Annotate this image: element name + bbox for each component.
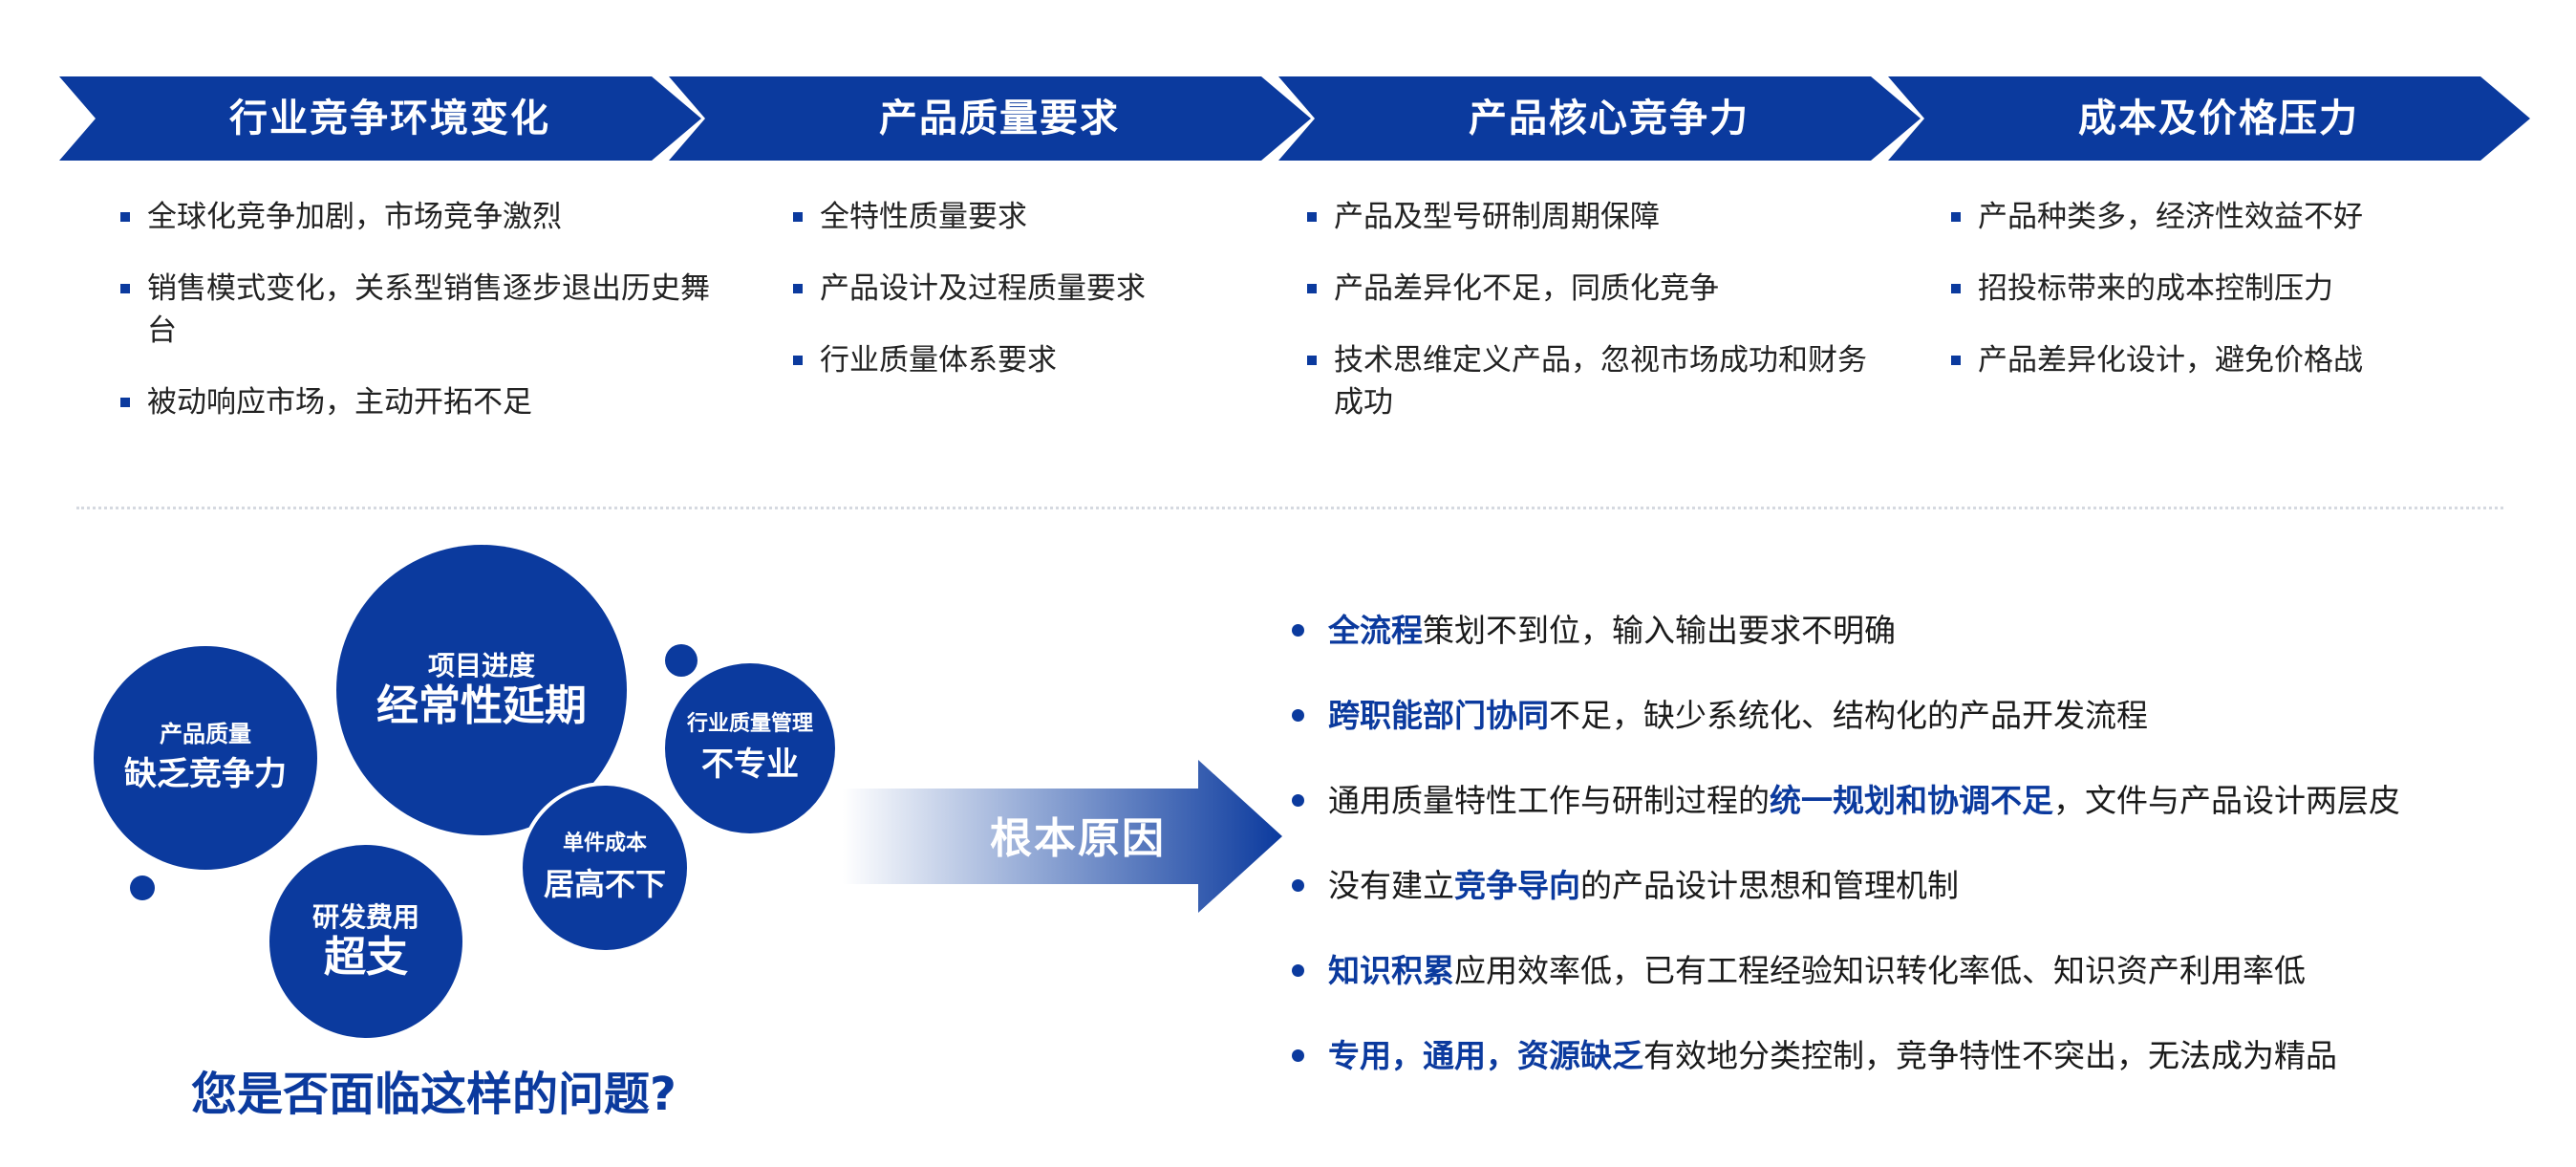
- column-core-competitiveness: 产品及型号研制周期保障 产品差异化不足，同质化竞争 技术思维定义产品，忽视市场成…: [1305, 196, 1878, 453]
- cause-text: 策划不到位，输入输出要求不明确: [1423, 612, 1896, 649]
- question-heading: 您是否面临这样的问题?: [191, 1068, 676, 1121]
- decorative-dot: [665, 644, 698, 677]
- root-cause-label: 根本原因: [990, 814, 1166, 863]
- cause-text: ，文件与产品设计两层皮: [2053, 782, 2400, 819]
- bubble-small-text: 研发费用: [311, 901, 419, 933]
- header-chevron-3: 产品核心竞争力: [1278, 76, 1921, 161]
- decorative-dot: [130, 875, 155, 900]
- bubble-unit-cost: 单件成本 居高不下: [519, 782, 691, 954]
- list-item: 产品差异化设计，避免价格战: [1949, 339, 2522, 381]
- header-chevron-2: 产品质量要求: [669, 76, 1311, 161]
- cause-item: 通用质量特性工作与研制过程的统一规划和协调不足，文件与产品设计两层皮: [1290, 778, 2400, 824]
- cause-prefix: 通用质量特性工作与研制过程的: [1328, 782, 1770, 819]
- header-label: 产品质量要求: [879, 97, 1120, 140]
- cause-item: 全流程策划不到位，输入输出要求不明确: [1290, 608, 2400, 654]
- column-quality-requirements: 全特性质量要求 产品设计及过程质量要求 行业质量体系要求: [791, 196, 1364, 411]
- list-item: 产品种类多，经济性效益不好: [1949, 196, 2522, 238]
- bubble-large-text: 不专业: [701, 746, 799, 784]
- root-cause-arrow: [843, 760, 1282, 917]
- list-item: 被动响应市场，主动开拓不足: [118, 381, 692, 423]
- column-industry-competition: 全球化竞争加剧，市场竞争激烈 销售模式变化，关系型销售逐步退出历史舞台 被动响应…: [118, 196, 710, 453]
- bubble-industry-quality-management: 行业质量管理 不专业: [665, 663, 835, 833]
- cause-item: 跨职能部门协同不足，缺少系统化、结构化的产品开发流程: [1290, 693, 2400, 739]
- cause-item: 没有建立竞争导向的产品设计思想和管理机制: [1290, 863, 2400, 909]
- cause-highlight: 统一规划和协调不足: [1770, 782, 2053, 819]
- bubble-small-text: 项目进度: [427, 650, 535, 681]
- bubble-small-text: 行业质量管理: [686, 712, 813, 736]
- cause-highlight: 跨职能部门协同: [1328, 697, 1549, 734]
- header-label: 行业竞争环境变化: [229, 97, 550, 140]
- column-cost-pressure: 产品种类多，经济性效益不好 招投标带来的成本控制压力 产品差异化设计，避免价格战: [1949, 196, 2522, 411]
- cause-text: 不足，缺少系统化、结构化的产品开发流程: [1549, 697, 2148, 734]
- header-chevron-1: 行业竞争环境变化: [59, 76, 701, 161]
- bubble-small-text: 产品质量: [160, 721, 251, 747]
- cause-highlight: 竞争导向: [1454, 867, 1580, 904]
- cause-text: 应用效率低，已有工程经验知识转化率低、知识资产利用率低: [1454, 952, 2306, 989]
- cause-highlight: 专用，通用，资源缺乏: [1328, 1037, 1643, 1074]
- header-chevron-4: 成本及价格压力: [1888, 76, 2530, 161]
- list-item: 销售模式变化，关系型销售逐步退出历史舞台: [118, 268, 720, 352]
- cause-highlight: 全流程: [1328, 612, 1423, 649]
- cause-prefix: 没有建立: [1328, 867, 1454, 904]
- cause-item: 专用，通用，资源缺乏有效地分类控制，竞争特性不突出，无法成为精品: [1290, 1033, 2400, 1079]
- list-item: 产品及型号研制周期保障: [1305, 196, 1878, 238]
- list-item: 行业质量体系要求: [791, 339, 1364, 381]
- bubble-large-text: 缺乏竞争力: [124, 755, 287, 793]
- cause-text: 有效地分类控制，竞争特性不突出，无法成为精品: [1643, 1037, 2337, 1074]
- bubble-large-text: 居高不下: [543, 866, 666, 902]
- bubble-large-text: 经常性延期: [376, 681, 587, 730]
- list-item: 全球化竞争加剧，市场竞争激烈: [118, 196, 692, 238]
- list-item: 招投标带来的成本控制压力: [1949, 268, 2522, 310]
- list-item: 技术思维定义产品，忽视市场成功和财务成功: [1305, 339, 1869, 423]
- bubble-project-schedule: 项目进度 经常性延期: [336, 545, 627, 835]
- list-item: 产品差异化不足，同质化竞争: [1305, 268, 1878, 310]
- bubble-product-quality: 产品质量 缺乏竞争力: [94, 646, 317, 870]
- bubble-rd-cost: 研发费用 超支: [269, 845, 462, 1038]
- root-cause-list: 全流程策划不到位，输入输出要求不明确 跨职能部门协同不足，缺少系统化、结构化的产…: [1290, 608, 2400, 1118]
- cause-text: 的产品设计思想和管理机制: [1580, 867, 1959, 904]
- list-item: 全特性质量要求: [791, 196, 1364, 238]
- bubble-small-text: 单件成本: [562, 832, 647, 855]
- bubble-large-text: 超支: [324, 933, 408, 982]
- section-divider: [76, 507, 2503, 509]
- cause-item: 知识积累应用效率低，已有工程经验知识转化率低、知识资产利用率低: [1290, 948, 2400, 994]
- header-label: 产品核心竞争力: [1469, 97, 1750, 140]
- cause-highlight: 知识积累: [1328, 952, 1454, 989]
- list-item: 产品设计及过程质量要求: [791, 268, 1364, 310]
- header-label: 成本及价格压力: [2078, 97, 2359, 140]
